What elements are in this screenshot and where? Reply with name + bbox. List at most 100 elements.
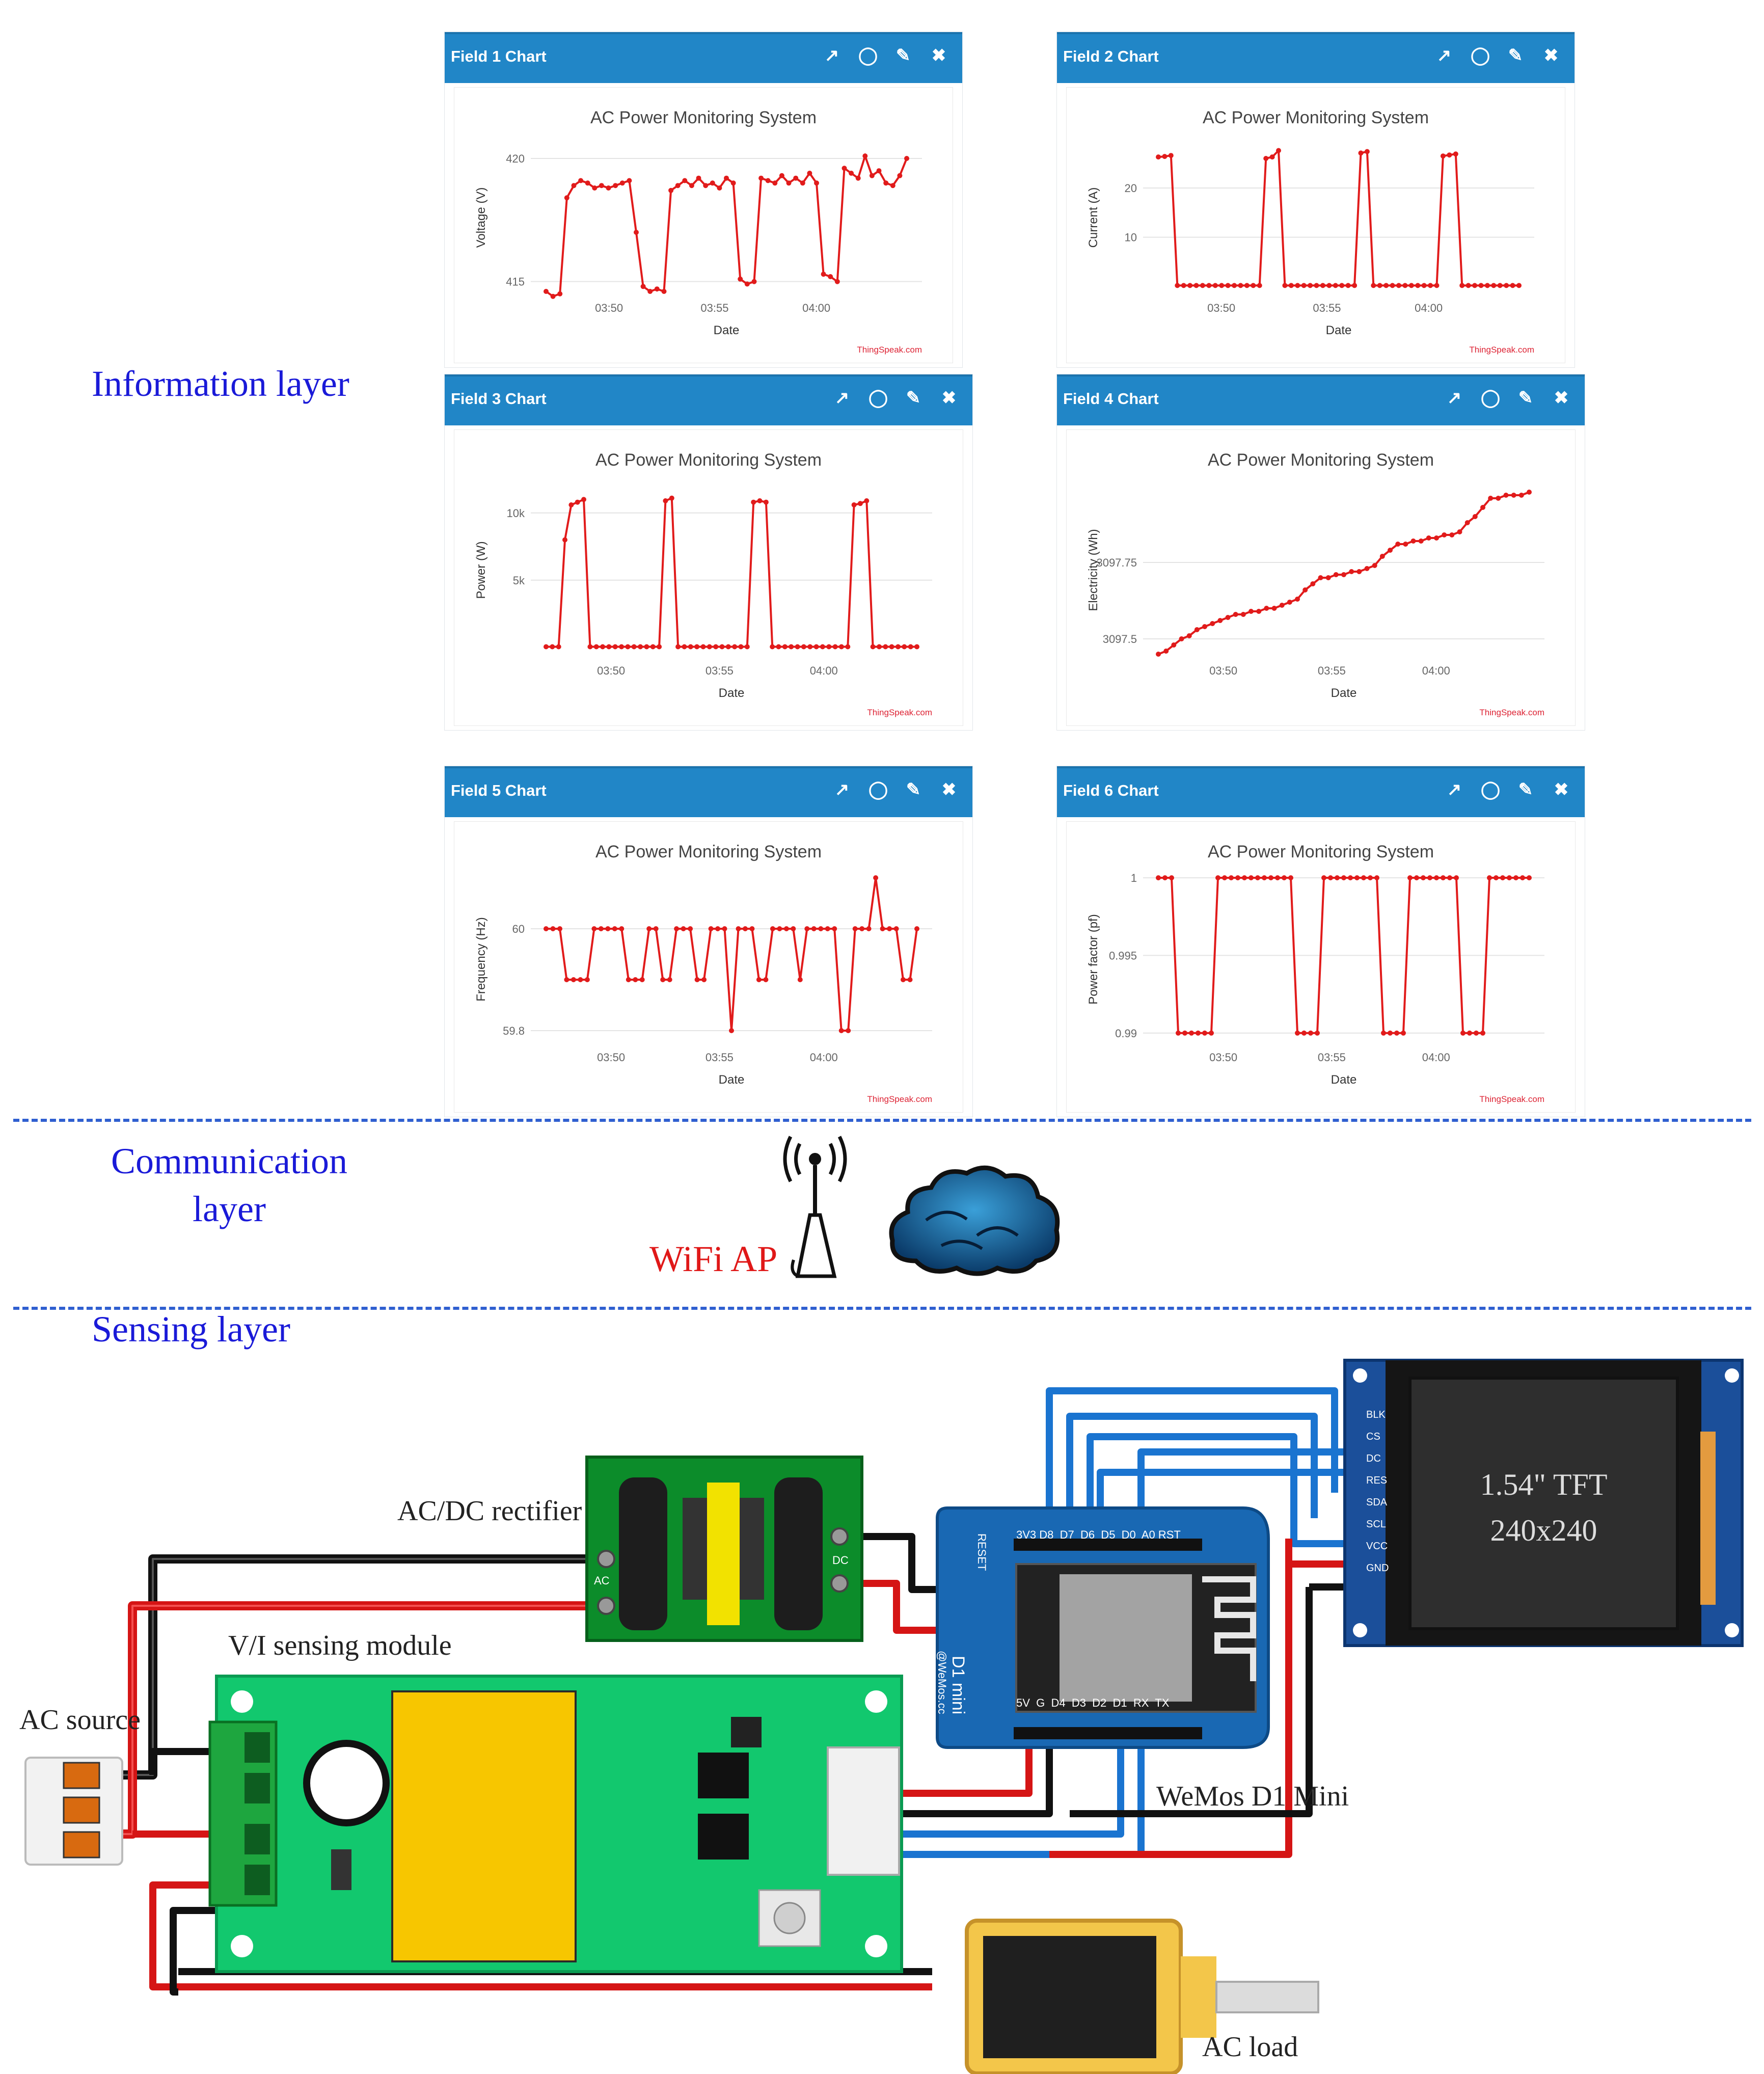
rectifier-ac-text: AC (594, 1574, 610, 1587)
data-point (1427, 875, 1432, 880)
close-icon[interactable]: ✖ (941, 780, 957, 799)
data-point (1156, 652, 1161, 657)
data-point (1395, 542, 1401, 547)
data-point (783, 926, 789, 931)
comment-icon[interactable]: ◯ (1481, 780, 1501, 799)
data-point (667, 977, 672, 982)
data-point (1326, 283, 1332, 288)
wemos-top-pins: 3V3 D8 D7 D6 D5 D0 A0 RST (1016, 1528, 1181, 1541)
data-point (1421, 875, 1426, 880)
data-point (1262, 875, 1267, 880)
data-point (907, 977, 913, 982)
data-point (1314, 283, 1319, 288)
tft-size-text: 1.54" TFT (1480, 1468, 1608, 1501)
data-point (1189, 1030, 1194, 1036)
comment-icon[interactable]: ◯ (869, 780, 888, 799)
data-point (557, 291, 563, 297)
data-point (730, 180, 736, 186)
data-point (1212, 283, 1218, 288)
data-point (634, 230, 639, 235)
pencil-icon[interactable]: ✎ (906, 780, 921, 799)
data-point (674, 926, 680, 931)
data-point (1225, 283, 1231, 288)
data-point (852, 926, 858, 931)
open-window-icon[interactable]: ↗ (834, 780, 850, 799)
data-point (914, 926, 919, 931)
data-point (776, 644, 781, 650)
pencil-icon[interactable]: ✎ (1518, 388, 1533, 408)
pencil-icon[interactable]: ✎ (906, 388, 921, 408)
data-point (1356, 569, 1362, 574)
data-point (556, 644, 561, 650)
data-point (1301, 1030, 1307, 1036)
y-tick-label: 59.8 (503, 1025, 525, 1037)
y-tick-label: 0.99 (1115, 1027, 1137, 1040)
data-point (663, 498, 668, 503)
data-point (851, 502, 857, 507)
comment-icon[interactable]: ◯ (869, 388, 888, 408)
comment-icon[interactable]: ◯ (1481, 388, 1501, 408)
open-window-icon[interactable]: ↗ (834, 388, 850, 408)
data-point (1257, 283, 1262, 288)
x-tick-label: 03:50 (597, 1051, 625, 1064)
data-point (1496, 496, 1501, 501)
data-point (1480, 505, 1485, 510)
data-point (675, 183, 681, 188)
communication-layer-label: Communication layer (92, 1137, 367, 1233)
data-point (1520, 875, 1525, 880)
open-window-icon[interactable]: ↗ (824, 46, 839, 65)
chart-credit: ThingSpeak.com (867, 708, 932, 717)
data-point (653, 926, 659, 931)
open-window-icon[interactable]: ↗ (1447, 780, 1462, 799)
data-point (1371, 283, 1376, 288)
data-point (713, 644, 719, 650)
data-point (801, 644, 806, 650)
data-point (1182, 1030, 1187, 1036)
data-point (772, 180, 778, 186)
data-point (1308, 283, 1313, 288)
comment-icon[interactable]: ◯ (1471, 46, 1490, 65)
close-icon[interactable]: ✖ (1543, 46, 1559, 65)
data-point (703, 183, 709, 188)
data-point (1209, 1030, 1214, 1036)
ac-load-label: AC load (1202, 2031, 1298, 2063)
comment-icon[interactable]: ◯ (858, 46, 878, 65)
data-point (834, 279, 840, 284)
data-point (1276, 148, 1281, 153)
wemos-board-text: D1 mini (948, 1656, 968, 1715)
data-point (1440, 153, 1446, 159)
data-point (1428, 283, 1433, 288)
close-icon[interactable]: ✖ (931, 46, 946, 65)
tft-pin-blk: BLK (1366, 1409, 1386, 1420)
pencil-icon[interactable]: ✎ (1518, 780, 1533, 799)
data-point (660, 977, 666, 982)
close-icon[interactable]: ✖ (1554, 780, 1569, 799)
pencil-icon[interactable]: ✎ (1508, 46, 1523, 65)
data-point (1467, 1030, 1472, 1036)
y-axis-label: Power (W) (474, 541, 488, 599)
data-point (813, 644, 819, 650)
data-point (770, 926, 775, 931)
data-point (1474, 1030, 1479, 1036)
x-tick-label: 03:55 (705, 1051, 734, 1064)
open-window-icon[interactable]: ↗ (1447, 388, 1462, 408)
open-window-icon[interactable]: ↗ (1436, 46, 1452, 65)
data-point (550, 293, 556, 299)
pencil-icon[interactable]: ✎ (895, 46, 911, 65)
data-point (1242, 875, 1247, 880)
data-point (568, 502, 574, 507)
data-point (889, 644, 894, 650)
divider-communication-sensing (13, 1307, 1751, 1310)
data-point (887, 926, 892, 931)
data-point (1156, 154, 1161, 160)
data-point (1168, 153, 1174, 158)
close-icon[interactable]: ✖ (941, 388, 957, 408)
close-icon[interactable]: ✖ (1554, 388, 1569, 408)
wifi-ap-icon (783, 1136, 847, 1278)
communication-layer-line2: layer (193, 1189, 266, 1229)
data-point (826, 644, 832, 650)
chart-title: AC Power Monitoring System (1208, 450, 1434, 470)
y-tick-label: 3097.75 (1096, 556, 1137, 569)
